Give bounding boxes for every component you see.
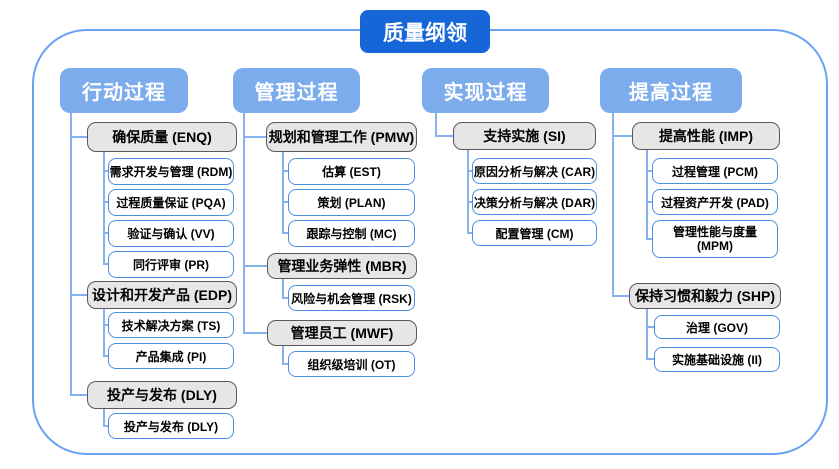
group-box-pmw: 规划和管理工作 (PMW)	[266, 122, 417, 152]
item-pcm: 过程管理 (PCM)	[652, 158, 778, 184]
connector-line	[103, 152, 105, 265]
item-rsk: 风险与机会管理 (RSK)	[288, 285, 415, 311]
connector-line	[646, 170, 652, 172]
connector-line	[70, 294, 87, 296]
diagram-title: 质量纲领	[360, 10, 490, 53]
connector-line	[282, 346, 284, 364]
item-pr: 同行评审 (PR)	[108, 251, 234, 278]
item-pqa: 过程质量保证 (PQA)	[108, 189, 234, 216]
connector-line	[103, 324, 108, 326]
column-header-management-process: 管理过程	[233, 68, 360, 113]
group-box-edp: 设计和开发产品 (EDP)	[87, 281, 237, 309]
connector-line	[103, 201, 108, 203]
item-pi: 产品集成 (PI)	[108, 343, 234, 369]
connector-line	[103, 263, 108, 265]
connector-line	[70, 113, 72, 395]
connector-line	[612, 113, 614, 296]
connector-line	[467, 232, 472, 234]
connector-line	[243, 332, 267, 334]
connector-line	[467, 150, 469, 233]
connector-line	[243, 113, 245, 333]
connector-line	[282, 170, 288, 172]
connector-line	[646, 309, 648, 359]
item-gov: 治理 (GOV)	[654, 315, 780, 339]
item-rdm: 需求开发与管理 (RDM)	[108, 158, 234, 185]
group-box-enq: 确保质量 (ENQ)	[87, 122, 237, 152]
connector-line	[282, 279, 284, 298]
connector-line	[612, 295, 629, 297]
connector-line	[646, 150, 648, 239]
connector-line	[646, 201, 652, 203]
item-pad: 过程资产开发 (PAD)	[652, 189, 778, 215]
column-header-improvement-process: 提高过程	[600, 68, 742, 113]
connector-line	[282, 363, 288, 365]
connector-line	[103, 232, 108, 234]
connector-line	[243, 136, 266, 138]
group-box-si: 支持实施 (SI)	[453, 122, 596, 150]
connector-line	[70, 136, 87, 138]
item-ii: 实施基础设施 (II)	[654, 347, 780, 372]
connector-line	[243, 265, 267, 267]
item-dly: 投产与发布 (DLY)	[108, 413, 234, 439]
item-cm: 配置管理 (CM)	[472, 220, 597, 246]
group-box-dly: 投产与发布 (DLY)	[87, 381, 237, 409]
connector-line	[282, 152, 284, 233]
group-box-mbr: 管理业务弹性 (MBR)	[267, 253, 417, 279]
connector-line	[646, 358, 654, 360]
item-mpm: 管理性能与度量 (MPM)	[652, 220, 778, 258]
item-car: 原因分析与解决 (CAR)	[472, 158, 597, 184]
connector-line	[103, 355, 108, 357]
connector-line	[646, 238, 652, 240]
item-ts: 技术解决方案 (TS)	[108, 312, 234, 338]
connector-line	[103, 409, 105, 426]
column-header-action-process: 行动过程	[60, 68, 188, 113]
column-header-implementation-process: 实现过程	[422, 68, 549, 113]
connector-line	[467, 201, 472, 203]
connector-line	[103, 309, 105, 356]
group-box-shp: 保持习惯和毅力 (SHP)	[629, 283, 781, 309]
item-ot: 组织级培训 (OT)	[288, 351, 415, 377]
connector-line	[612, 135, 632, 137]
group-box-imp: 提高性能 (IMP)	[632, 122, 780, 150]
connector-line	[103, 170, 108, 172]
group-box-mwf: 管理员工 (MWF)	[267, 320, 417, 346]
item-dar: 决策分析与解决 (DAR)	[472, 189, 597, 215]
connector-line	[282, 297, 288, 299]
connector-line	[70, 394, 87, 396]
item-plan: 策划 (PLAN)	[288, 189, 415, 216]
connector-line	[435, 135, 453, 137]
connector-line	[435, 113, 437, 136]
item-est: 估算 (EST)	[288, 158, 415, 185]
item-vv: 验证与确认 (VV)	[108, 220, 234, 247]
connector-line	[646, 326, 654, 328]
connector-line	[282, 201, 288, 203]
connector-line	[103, 425, 108, 427]
item-mc: 跟踪与控制 (MC)	[288, 220, 415, 247]
connector-line	[282, 232, 288, 234]
connector-line	[467, 170, 472, 172]
